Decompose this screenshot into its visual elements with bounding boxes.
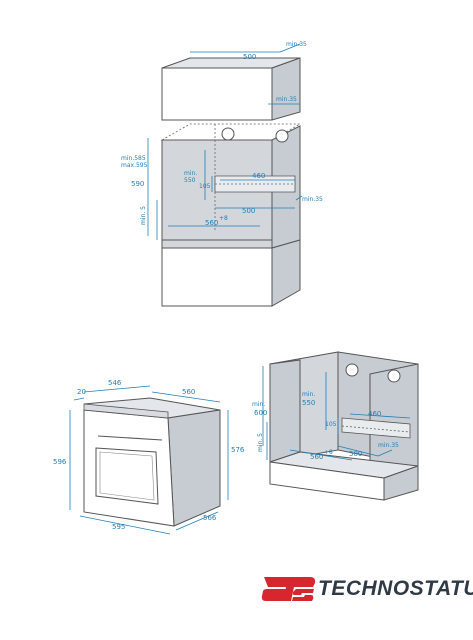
dim-label-596: 596 (53, 458, 67, 466)
dim-label-500-top: 500 (243, 53, 256, 61)
dim-label-min550-a: min. (184, 170, 197, 177)
dim-label-max595: max.595 (121, 162, 148, 169)
dim-label-546: 546 (108, 379, 122, 387)
dim-line-min35-bottom (295, 195, 303, 201)
vent-hole-right (387, 369, 401, 383)
dim-label-min35-right: min.35 (378, 442, 399, 449)
plinth-side (383, 465, 419, 501)
dim-label-560-sup: +8 (219, 215, 228, 222)
dim-label-590: 590 (131, 180, 144, 188)
dim-label-min5: min. 5 (140, 206, 147, 225)
dim-label-576: 576 (231, 446, 245, 454)
dim-line-min35-right (377, 449, 393, 457)
dim-line-546 (83, 385, 151, 393)
lower-cabinet-front (161, 247, 273, 307)
lower-cabinet-side (271, 239, 301, 307)
dim-label-min35-bottom: min.35 (302, 196, 323, 203)
dim-label-min600-b: 600 (254, 409, 267, 417)
dim-label-min5-right: min. 5 (257, 433, 264, 452)
dim-label-595: 595 (112, 523, 125, 531)
dim-label-min550-right-a: min. (302, 391, 315, 398)
oven-dimensions-diagram: 546 20 560 596 576 595 566 (53, 379, 245, 535)
dim-label-105: 105 (199, 183, 211, 190)
oven-side (167, 409, 221, 527)
dim-label-min35-mid: min.35 (276, 96, 297, 103)
dim-label-560-right: 560 (310, 453, 323, 461)
dim-label-460: 460 (252, 172, 265, 180)
dim-label-min600-a: min. (252, 401, 265, 408)
dim-line-min35-top (279, 43, 301, 53)
dim-label-500-right: 500 (349, 450, 362, 458)
control-panel (83, 403, 169, 419)
vent-hole-side (275, 129, 289, 143)
dim-line-560-oven (151, 391, 221, 403)
oven-door-window (95, 447, 159, 505)
dim-label-min35-top: min.35 (286, 41, 307, 48)
upper-cabinet-front (161, 67, 273, 121)
cutout-slot-line-right (341, 425, 411, 433)
dim-label-20: 20 (77, 388, 86, 396)
ts-logo-icon (261, 577, 316, 601)
dim-line-500-right (337, 445, 379, 457)
dim-label-560-oven: 560 (182, 388, 195, 396)
dim-label-min550-b: 550 (184, 177, 196, 184)
dim-label-min550-right-b: 550 (302, 399, 315, 407)
brand-name: TECHNOSTATUS (318, 577, 473, 600)
dim-line-460-right (349, 413, 411, 419)
dim-line-566 (175, 511, 219, 531)
dim-label-560-right-sup: +8 (324, 449, 333, 456)
vent-hole (221, 127, 235, 141)
dim-label-500-bottom: 500 (242, 207, 255, 215)
oven-handle (97, 435, 163, 441)
cutout-slot-right (341, 417, 411, 439)
dim-label-560: 560 (205, 219, 218, 227)
niche-back (161, 139, 273, 249)
dim-label-460-right: 460 (368, 410, 381, 418)
dim-line-20 (73, 397, 85, 401)
vent-hole-back (345, 363, 359, 377)
niche-left-wall (269, 359, 301, 463)
dim-label-105-right: 105 (325, 421, 337, 428)
brand-logo (261, 577, 316, 601)
oven-door-glass (99, 451, 155, 501)
tall-cabinet-diagram: 500 min.35 min.35 min.585 max.595 590 mi… (121, 41, 323, 307)
dim-label-566: 566 (203, 514, 217, 522)
niche-top-outline (160, 123, 302, 141)
dim-line-560-right (289, 449, 353, 461)
dim-line-595 (79, 515, 171, 535)
dim-label-min585: min.585 (121, 155, 146, 162)
undercounter-niche-diagram: min. 600 min. 550 460 105 min. 5 560 +8 … (252, 351, 419, 501)
upper-cabinet-side (271, 57, 301, 121)
